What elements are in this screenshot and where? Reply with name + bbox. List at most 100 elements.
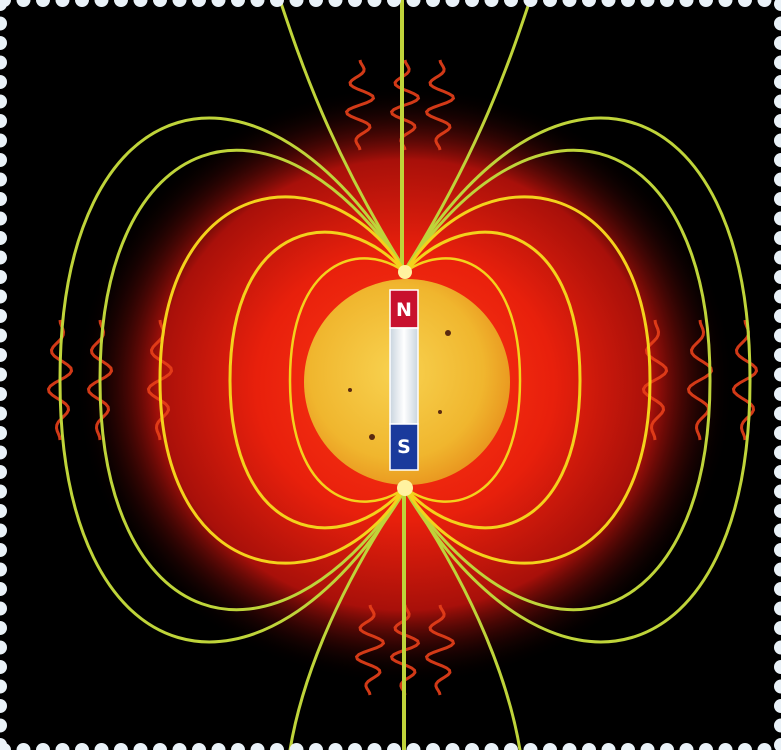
perforation-hole (699, 743, 713, 750)
perforation-hole (718, 743, 733, 750)
perforation-hole (328, 0, 343, 7)
perforation-hole (621, 0, 635, 7)
perforation-hole (0, 36, 7, 50)
perforation-hole (426, 0, 440, 7)
perforation-hole (0, 679, 7, 694)
perforation-hole (774, 387, 781, 401)
perforation-hole (211, 0, 226, 7)
flux-wave (686, 319, 714, 441)
perforation-hole (0, 348, 7, 362)
perforation-hole (55, 743, 70, 750)
perforation-hole (774, 699, 781, 713)
perforation-hole (0, 55, 7, 70)
perforation-hole (774, 94, 781, 109)
perforation-hole (738, 0, 752, 7)
perforation-hole (774, 133, 781, 148)
perforation-hole (387, 743, 401, 750)
perforation-hole (774, 114, 781, 128)
perforation-hole (36, 743, 50, 750)
perforation-hole (445, 743, 460, 750)
perforation-hole (543, 743, 557, 750)
perforation-hole (0, 0, 7, 11)
perforation-hole (679, 0, 694, 7)
perforation-hole (75, 743, 89, 750)
perforation-hole (0, 94, 7, 109)
perforation-hole (0, 114, 7, 128)
perforation-hole (250, 743, 265, 750)
perforation-hole (660, 743, 674, 750)
perforation-hole (0, 504, 7, 518)
perforation-hole (774, 679, 781, 694)
perforation-hole (504, 743, 518, 750)
sunspots (348, 330, 451, 440)
perforation-hole (367, 743, 382, 750)
perforation-hole (348, 0, 362, 7)
perforation-hole (562, 0, 577, 7)
perforation-hole (133, 0, 148, 7)
south-pole-glow (397, 480, 413, 496)
field-line-outer-left-1 (58, 116, 407, 644)
perforation-hole (774, 465, 781, 479)
perforation-hole (348, 743, 362, 750)
perforation-hole (582, 0, 596, 7)
perforation-hole (0, 270, 7, 284)
perforation-hole (523, 0, 538, 7)
perforation-hole (774, 328, 781, 343)
perforation-hole (774, 55, 781, 70)
perforation-hole (0, 640, 7, 655)
field-line-inner-left-3 (288, 257, 407, 503)
perforation-hole (543, 0, 557, 7)
field-line-open-top-left (278, 0, 407, 272)
perforation-hole (504, 0, 518, 7)
perforation-hole (774, 601, 781, 616)
perforation-hole (0, 523, 7, 538)
perforation-hole (774, 582, 781, 596)
perforation-hole (774, 660, 781, 674)
perforation-hole (0, 426, 7, 440)
perforation-hole (465, 743, 479, 750)
perforation-hole (114, 0, 128, 7)
perforation-hole (0, 699, 7, 713)
perforation-hole (621, 743, 635, 750)
flux-wave (344, 59, 376, 151)
perforation-hole (75, 0, 89, 7)
perforation-hole (774, 621, 781, 635)
perforation-hole (0, 192, 7, 206)
perforation-hole (0, 153, 7, 167)
perforation-hole (231, 743, 245, 750)
bar-magnet: N S (389, 289, 419, 471)
perforation-hole (426, 743, 440, 750)
flux-wave (424, 604, 456, 696)
perforation-hole (757, 743, 772, 750)
perforation-hole (192, 743, 206, 750)
field-line-outer-right-2 (403, 148, 712, 612)
perforation-hole (16, 743, 31, 750)
perforation-hole (0, 367, 7, 382)
perforation-hole (774, 504, 781, 518)
perforation-hole (679, 743, 694, 750)
perforation-hole (774, 348, 781, 362)
perforation-hole (640, 743, 655, 750)
perforation-hole (718, 0, 733, 7)
perforation-hole (289, 743, 304, 750)
perforation-hole (94, 743, 109, 750)
perforation-hole (774, 445, 781, 460)
perforation-hole (757, 0, 772, 7)
perforation-hole (172, 743, 187, 750)
perforation-hole (0, 211, 7, 226)
perforation-hole (774, 75, 781, 89)
perforation-hole (192, 0, 206, 7)
perforation-hole (0, 75, 7, 89)
field-line-inner-right-2 (403, 230, 582, 530)
flux-wave (354, 604, 386, 696)
perforation-hole (774, 484, 781, 499)
perforation-hole (660, 0, 674, 7)
perforation-hole (562, 743, 577, 750)
perforation-hole (367, 0, 382, 7)
perforation-hole (774, 192, 781, 206)
perforation-hole (0, 445, 7, 460)
perforation-hole (114, 743, 128, 750)
flux-wave (731, 319, 759, 441)
